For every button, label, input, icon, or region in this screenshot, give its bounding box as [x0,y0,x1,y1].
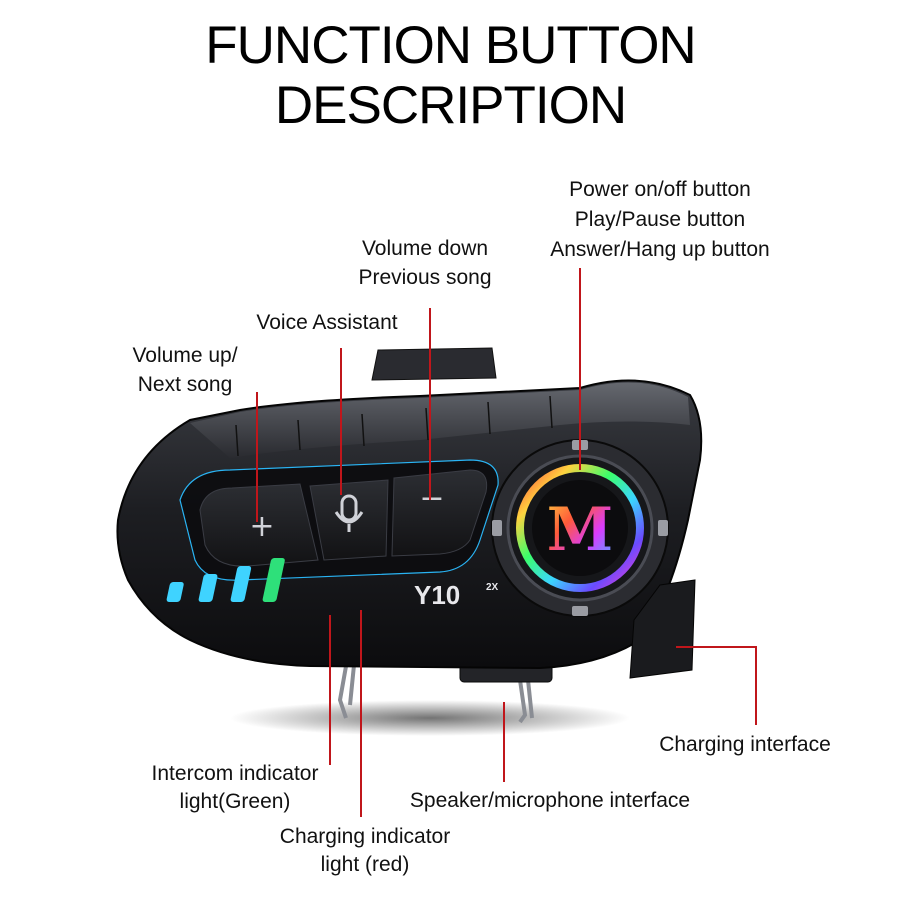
label-volume-down-line1: Volume down [361,237,489,260]
label-charging-interface-line1: Charging interface [659,733,831,756]
indicator-light-2 [198,574,218,602]
label-intercom-indicator-line1: Intercom indicator [151,762,319,785]
label-charging-interface: Charging interface [640,731,850,758]
indicator-lights [166,558,285,602]
voice-assistant-button[interactable] [309,479,389,561]
indicator-light-1 [166,582,184,602]
label-power: Power on/off button Play/Pause button An… [515,176,805,263]
label-volume-down: Volume down Previous song [335,235,515,291]
label-power-line2: Play/Pause button [574,208,746,231]
volume-up-button[interactable]: + [199,483,319,567]
label-intercom-indicator: Intercom indicator light(Green) [130,760,340,815]
label-volume-up: Volume up/ Next song [110,342,260,398]
label-intercom-indicator-line2: light(Green) [179,790,291,813]
label-speaker-mic-line1: Speaker/microphone interface [409,789,691,812]
model-suffix: 2X [486,582,499,593]
volume-down-button[interactable]: − [391,469,488,557]
label-volume-up-line1: Volume up/ [132,344,238,367]
minus-symbol: − [419,481,444,516]
label-charging-indicator: Charging indicator light (red) [260,823,470,878]
indicator-light-4 [262,558,285,602]
label-voice-assistant: Voice Assistant [232,309,422,336]
power-button[interactable]: M [491,439,669,617]
model-name: Y10 [414,580,460,610]
leader-charging-interface [676,646,757,725]
label-charging-indicator-line2: light (red) [320,853,410,876]
page-title-line1: FUNCTION BUTTON [205,16,696,75]
label-volume-down-line2: Previous song [358,266,492,289]
mounting-legs [337,654,534,724]
indicator-light-3 [230,566,252,602]
label-power-line1: Power on/off button [569,178,751,201]
label-voice-assistant-line1: Voice Assistant [256,311,398,334]
page-title-line2: DESCRIPTION [274,76,627,135]
ridge-segments [235,395,553,457]
ground-shadow [230,700,630,736]
label-volume-up-line2: Next song [137,373,233,396]
bezel-tabs [492,440,668,616]
leader-lines [256,268,757,817]
mounting-clip [371,347,497,381]
top-ridge [190,382,690,458]
microphone-icon [334,494,364,532]
plus-symbol: + [249,509,274,544]
label-speaker-mic: Speaker/microphone interface [385,787,715,814]
charging-interface-port [629,579,696,679]
m-logo: M [547,495,613,565]
label-charging-indicator-line1: Charging indicator [279,825,451,848]
label-power-line3: Answer/Hang up button [550,238,770,261]
